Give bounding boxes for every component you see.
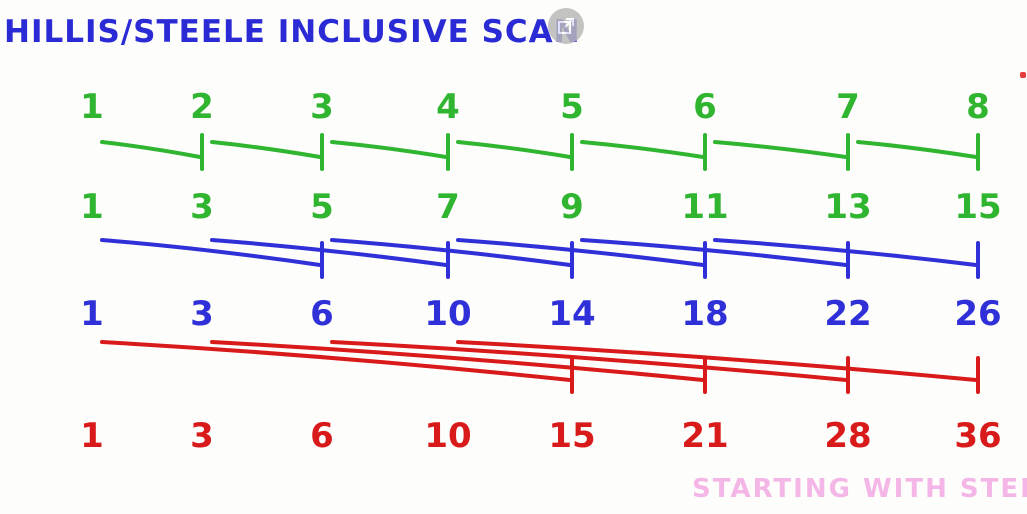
step-1-line-5: [580, 140, 705, 159]
result-value-7: 36: [954, 416, 1001, 456]
step-1-line-1: [100, 140, 202, 159]
step-4-line-6: [330, 340, 848, 382]
step-1-line-2: [210, 140, 322, 159]
input-value-3: 4: [436, 87, 460, 127]
step2-value-0: 1: [80, 294, 104, 334]
input-value-2: 3: [310, 87, 334, 127]
step-4-line-5: [210, 340, 705, 382]
step1-value-0: 1: [80, 187, 104, 227]
result-value-4: 15: [548, 416, 595, 456]
diagram-title: HILLIS/STEELE INCLUSIVE SCAN: [4, 14, 581, 50]
input-value-0: 1: [80, 87, 104, 127]
edge-marker: [1020, 72, 1026, 78]
step-1-line-4: [456, 140, 572, 159]
input-value-7: 8: [966, 87, 990, 127]
step-1-line-7: [856, 140, 978, 159]
step1-value-3: 7: [436, 187, 460, 227]
result-value-1: 3: [190, 416, 214, 456]
input-value-1: 2: [190, 87, 214, 127]
step1-connections: [100, 133, 980, 171]
step-2-line-6: [580, 238, 848, 267]
step-4-line-4: [100, 340, 572, 382]
step1-value-1: 3: [190, 187, 214, 227]
step-2-line-3: [210, 238, 448, 267]
result-value-5: 21: [681, 416, 728, 456]
step2-value-3: 10: [424, 294, 471, 334]
step2-connections: [100, 238, 980, 279]
step-2-line-7: [713, 238, 978, 267]
step2-value-7: 26: [954, 294, 1001, 334]
input-value-6: 7: [836, 87, 860, 127]
step2-value-6: 22: [824, 294, 871, 334]
expand-button[interactable]: [548, 8, 584, 44]
step2-value-5: 18: [681, 294, 728, 334]
result-value-0: 1: [80, 416, 104, 456]
input-value-5: 6: [693, 87, 717, 127]
step-2-line-5: [456, 238, 705, 267]
input-value-4: 5: [560, 87, 584, 127]
caption-text: STARTING WITH STEP: [692, 474, 1027, 504]
step-1-line-3: [330, 140, 448, 159]
step-4-line-7: [456, 340, 978, 382]
step-1-line-6: [713, 140, 848, 159]
result-value-2: 6: [310, 416, 334, 456]
step2-value-4: 14: [548, 294, 595, 334]
result-value-3: 10: [424, 416, 471, 456]
result-value-6: 28: [824, 416, 871, 456]
step2-value-1: 3: [190, 294, 214, 334]
step1-value-4: 9: [560, 187, 584, 227]
step2-value-2: 6: [310, 294, 334, 334]
step1-value-6: 13: [824, 187, 871, 227]
step1-value-2: 5: [310, 187, 334, 227]
step1-value-5: 11: [681, 187, 728, 227]
step1-value-7: 15: [954, 187, 1001, 227]
expand-icon: [557, 17, 575, 35]
step3-connections: [100, 340, 980, 394]
step-2-line-4: [330, 238, 572, 267]
step-2-line-2: [100, 238, 322, 267]
